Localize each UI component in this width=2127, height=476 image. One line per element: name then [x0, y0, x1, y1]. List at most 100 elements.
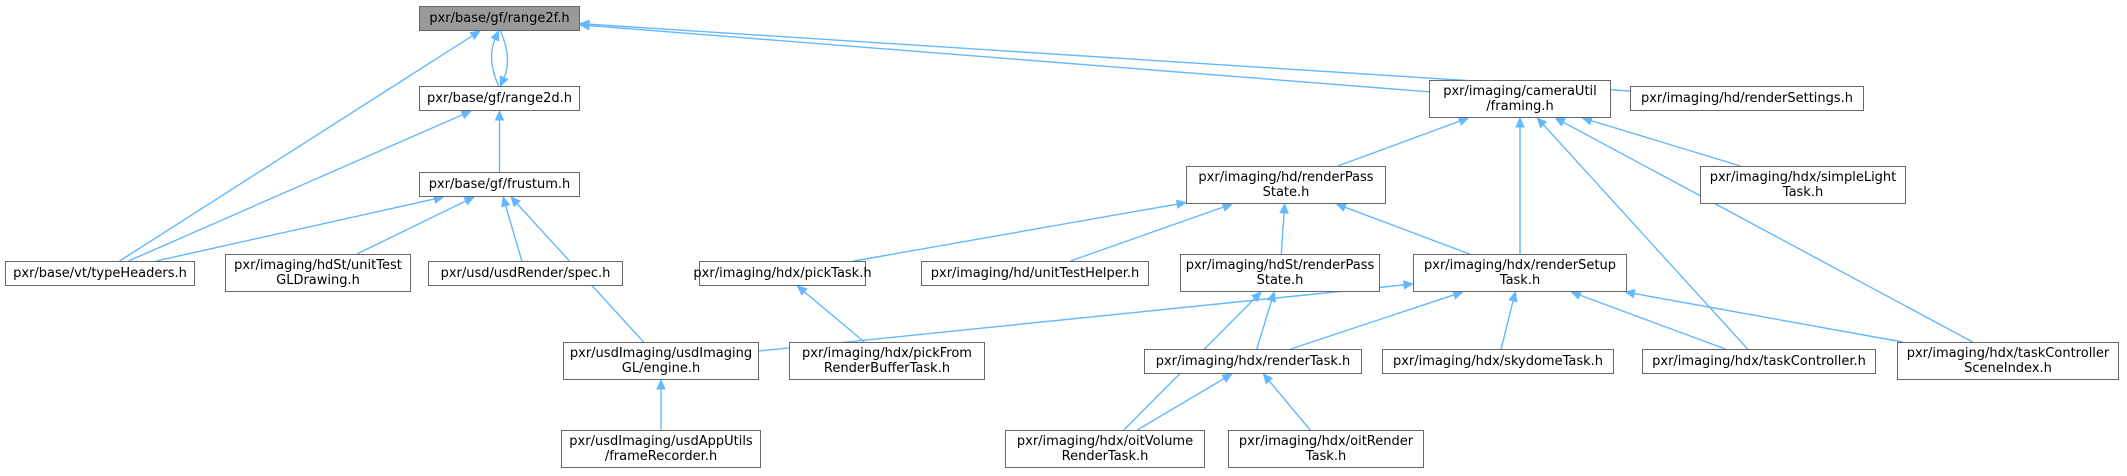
node-hd-render-pass-state[interactable]: pxr/imaging/hd/renderPass State.h: [1186, 166, 1386, 204]
node-label: pxr/base/gf/range2f.h: [429, 11, 570, 26]
node-label-line-1: pxr/imaging/hdx/taskController: [1906, 346, 2110, 361]
node-render-setup-task[interactable]: pxr/imaging/hdx/renderSetup Task.h: [1413, 254, 1627, 292]
node-usd-render-spec[interactable]: pxr/usd/usdRender/spec.h: [428, 261, 623, 286]
edge-arrowhead: [1262, 373, 1274, 385]
node-label-line-2: RenderBufferTask.h: [823, 361, 951, 376]
node-unit-test-helper[interactable]: pxr/imaging/hd/unitTestHelper.h: [921, 261, 1149, 286]
node-render-settings[interactable]: pxr/imaging/hd/renderSettings.h: [1630, 86, 1864, 111]
node-label: pxr/base/gf/frustum.h: [428, 177, 571, 192]
node-task-controller[interactable]: pxr/imaging/hdx/taskController.h: [1642, 349, 1876, 374]
edge-arrowhead: [1175, 199, 1188, 209]
edge-oitRenderTask-to-renderTask: [1268, 380, 1311, 431]
node-label: pxr/imaging/hdx/renderTask.h: [1155, 354, 1351, 369]
node-label: pxr/imaging/hd/unitTestHelper.h: [930, 266, 1140, 281]
node-label-line-1: pxr/imaging/hdx/oitVolume: [1016, 434, 1194, 449]
node-unit-test-gl-drawing[interactable]: pxr/imaging/hdSt/unitTest GLDrawing.h: [225, 254, 411, 292]
edge-arrowhead: [796, 285, 808, 296]
node-oit-render-task[interactable]: pxr/imaging/hdx/oitRender Task.h: [1228, 430, 1424, 468]
node-label-line-2: RenderTask.h: [1061, 449, 1149, 464]
node-oit-volume-render-task[interactable]: pxr/imaging/hdx/oitVolume RenderTask.h: [1005, 430, 1205, 468]
edge-arrowhead: [1554, 117, 1567, 127]
edge-arrowhead: [656, 378, 666, 390]
edge-arrowhead: [494, 109, 505, 121]
edge-arrowhead: [1452, 290, 1464, 300]
edge-framing-to-range2f: [588, 24, 1430, 93]
edge-arrowhead: [510, 196, 521, 208]
edge-arrowhead: [469, 30, 481, 41]
edge-typeHeaders-to-range2f: [119, 35, 473, 262]
edge-hdStRenderPassState-to-hdRenderPassState: [1280, 212, 1285, 255]
node-range2d[interactable]: pxr/base/gf/range2d.h: [419, 86, 580, 111]
edge-arrowhead: [501, 195, 511, 208]
node-hdst-render-pass-state[interactable]: pxr/imaging/hdSt/renderPass State.h: [1180, 254, 1380, 292]
edge-arrowhead: [1403, 280, 1415, 290]
edge-arrowhead: [1221, 202, 1234, 212]
node-frustum[interactable]: pxr/base/gf/frustum.h: [419, 172, 580, 197]
edge-taskController-to-renderSetupTask: [1579, 294, 1726, 350]
edge-arrowhead: [1570, 290, 1582, 300]
node-label-line-2: Task.h: [1499, 273, 1541, 288]
edge-taskControllerSceneIndex-to-renderSetupTask: [1634, 292, 1903, 343]
node-pick-from-render-buffer-task[interactable]: pxr/imaging/hdx/pickFrom RenderBufferTas…: [789, 342, 985, 380]
node-label-line-2: Task.h: [1305, 449, 1347, 464]
edge-arrowhead: [1279, 202, 1289, 214]
edge-arrowhead: [1508, 290, 1518, 303]
edge-renderTask-to-hdStRenderPassState: [1256, 300, 1273, 350]
edge-arrowhead: [1266, 290, 1276, 303]
node-label-line-2: /framing.h: [1486, 99, 1554, 114]
node-label: pxr/imaging/hdx/skydomeTask.h: [1392, 354, 1604, 369]
node-label: pxr/imaging/hdx/pickTask.h: [693, 266, 872, 281]
node-label-line-1: pxr/usdImaging/usdImaging: [569, 346, 753, 361]
node-label-line-1: pxr/imaging/hdx/simpleLight: [1709, 170, 1897, 185]
node-label-line-1: pxr/imaging/cameraUtil: [1443, 84, 1597, 99]
edge-renderSetupTask-to-hdRenderPassState: [1344, 206, 1470, 255]
edge-arrowhead: [1221, 373, 1233, 383]
edge-usdRenderSpec-to-frustum: [505, 205, 523, 262]
node-label-line-1: pxr/imaging/hdSt/unitTest: [234, 258, 402, 273]
edge-renderTask-to-renderSetupTask: [1290, 294, 1455, 350]
node-label-line-2: State.h: [1256, 273, 1304, 288]
node-range2f[interactable]: pxr/base/gf/range2f.h: [419, 6, 580, 31]
node-type-headers[interactable]: pxr/base/vt/typeHeaders.h: [5, 261, 195, 286]
edge-typeHeaders-to-frustum: [155, 198, 435, 262]
edge-arrowhead: [499, 75, 509, 88]
node-label-line-2: /frameRecorder.h: [604, 449, 718, 464]
edge-simpleLightTask-to-framing: [1590, 119, 1741, 167]
edge-pickTask-to-hdRenderPassState: [853, 203, 1178, 262]
node-label-line-2: State.h: [1262, 185, 1310, 200]
edge-unitTestGLDrawing-to-frustum: [356, 200, 467, 255]
edge-arrowhead: [1515, 116, 1525, 128]
edge-arrowhead: [460, 110, 473, 120]
edge-taskController-to-framing: [1542, 124, 1749, 350]
edge-arrowhead: [578, 19, 590, 30]
node-simple-light-task[interactable]: pxr/imaging/hdx/simpleLight Task.h: [1700, 166, 1906, 204]
edge-skydomeTask-to-renderSetupTask: [1500, 300, 1514, 350]
node-label-line-1: pxr/imaging/hd/renderPass: [1198, 170, 1374, 185]
edge-arrowhead: [1335, 202, 1348, 212]
edge-arrowhead: [1536, 117, 1548, 129]
node-label: pxr/imaging/hd/renderSettings.h: [1640, 91, 1854, 106]
edge-arrowhead: [1624, 288, 1636, 299]
node-label-line-1: pxr/imaging/hdx/oitRender: [1238, 434, 1414, 449]
node-label-line-1: pxr/usdImaging/usdAppUtils: [569, 434, 753, 449]
node-pick-task[interactable]: pxr/imaging/hdx/pickTask.h: [693, 261, 872, 286]
node-label-line-1: pxr/imaging/hdx/pickFrom: [802, 346, 972, 361]
edge-range2f-to-range2d: [499, 30, 509, 79]
node-framing[interactable]: pxr/imaging/cameraUtil /framing.h: [1429, 80, 1611, 118]
node-usd-imaging-gl-engine[interactable]: pxr/usdImaging/usdImaging GL/engine.h: [563, 342, 759, 380]
node-render-task[interactable]: pxr/imaging/hdx/renderTask.h: [1144, 349, 1362, 374]
edge-unitTestHelper-to-hdRenderPassState: [1070, 206, 1224, 262]
edge-range2d-to-range2f: [490, 38, 500, 87]
node-frame-recorder[interactable]: pxr/usdImaging/usdAppUtils /frameRecorde…: [561, 430, 761, 468]
edge-arrowhead: [1457, 116, 1470, 126]
node-skydome-task[interactable]: pxr/imaging/hdx/skydomeTask.h: [1382, 349, 1614, 374]
edge-arrowhead: [490, 29, 500, 42]
node-label: pxr/usd/usdRender/spec.h: [440, 266, 611, 281]
edge-usdImagingGLEngine-to-renderSetupTask: [758, 284, 1405, 352]
edge-oitVolumeRenderTask-to-renderTask: [1136, 377, 1225, 431]
edge-arrowhead: [463, 196, 475, 206]
edge-arrowhead: [1251, 291, 1262, 303]
edge-pickFromRenderBufferTask-to-pickTask: [803, 291, 865, 343]
node-task-controller-scene-index[interactable]: pxr/imaging/hdx/taskController SceneInde…: [1897, 342, 2119, 380]
